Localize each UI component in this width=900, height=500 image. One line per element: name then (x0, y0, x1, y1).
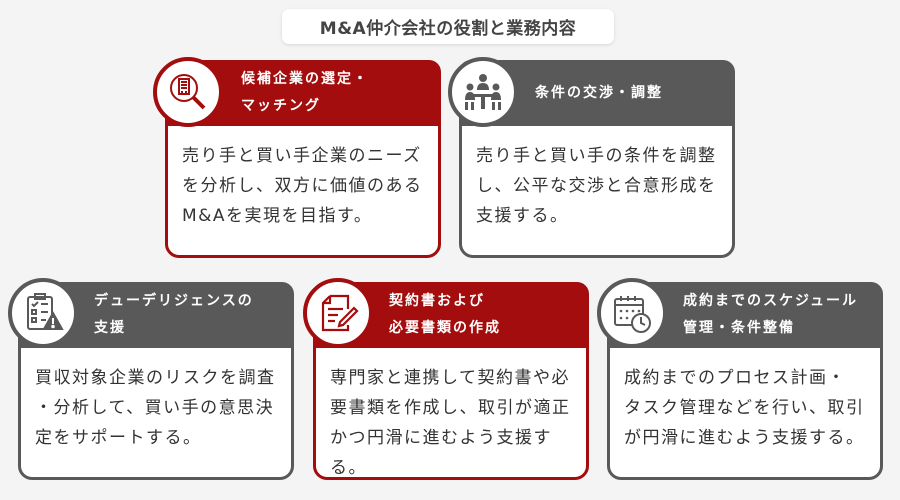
card-heading: デューデリジェンスの 支援 (94, 293, 254, 336)
card-schedule-management: 成約までのスケジュール 管理・条件整備 成約までのプロセス計画・ タスク管理など… (607, 282, 883, 480)
card-body: 買収対象企業のリスクを調査 ・分析して、買い手の意思決 定をサポートする。 (35, 368, 276, 448)
card-heading: 候補企業の選定・ マッチング (241, 71, 369, 114)
checklist-warning-icon (8, 278, 78, 348)
document-pen-icon (303, 278, 373, 348)
card-body: 売り手と買い手企業のニーズ を分析し、双方に価値のある M&Aを実現を目指す。 (182, 146, 423, 226)
card-heading: 成約までのスケジュール 管理・条件整備 (683, 293, 859, 336)
card-negotiation: 条件の交渉・調整 売り手と買い手の条件を調整 し、公平な交渉と合意形成を 支援す… (459, 60, 735, 258)
card-heading: 契約書および 必要書類の作成 (389, 293, 501, 336)
meeting-people-icon (448, 57, 518, 127)
card-body: 成約までのプロセス計画・ タスク管理などを行い、取引 が円滑に進むよう支援する。 (624, 368, 865, 448)
building-magnifier-icon (153, 57, 223, 127)
calendar-clock-icon (597, 278, 667, 348)
card-heading: 条件の交渉・調整 (535, 84, 663, 101)
card-body: 専門家と連携して契約書や必 要書類を作成し、取引が適正 かつ円滑に進むよう支援す… (330, 368, 571, 478)
card-body: 売り手と買い手の条件を調整 し、公平な交渉と合意形成を 支援する。 (476, 146, 717, 226)
page-title: M&A仲介会社の役割と業務内容 (282, 9, 614, 44)
